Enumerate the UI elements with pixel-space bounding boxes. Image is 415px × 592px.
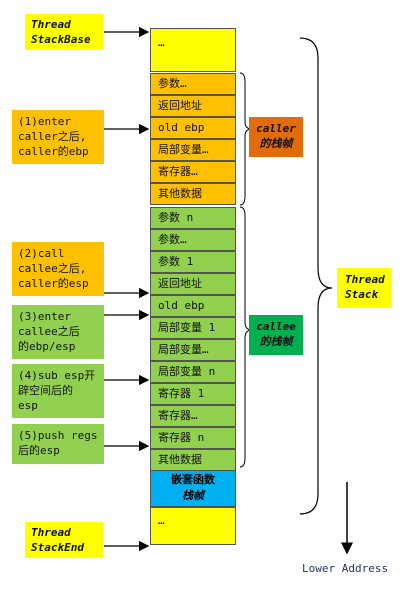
- step4-annotation: (4)sub esp开 辟空间后的 esp: [12, 364, 104, 418]
- caller-stack-cell: 参数…: [150, 73, 236, 95]
- stack-base-label: Thread StackBase: [25, 14, 103, 50]
- step3-annotation: (3)enter callee之后 的ebp/esp: [12, 305, 104, 359]
- stack-top-cell: …: [150, 28, 236, 72]
- stack-bottom-cell: …: [150, 507, 236, 545]
- callee-stack-cell: 其他数据: [150, 449, 236, 471]
- lower-address-label: Lower Address: [302, 562, 389, 575]
- callee-stack-cell: 寄存器 1: [150, 383, 236, 405]
- step1-line3: caller的ebp: [18, 145, 89, 158]
- step5-line1: (5)push regs: [18, 429, 98, 442]
- callee-stack-cell: 局部变量…: [150, 339, 236, 361]
- callee-stack-cell: 返回地址: [150, 273, 236, 295]
- caller-frame-line2: 的栈帧: [259, 137, 293, 150]
- step4-line3: esp: [18, 399, 38, 412]
- step3-line2: callee之后: [18, 325, 80, 338]
- stack-end-label: Thread StackEnd: [25, 522, 103, 558]
- thread-stack-line2: Stack: [345, 288, 379, 301]
- step4-line1: (4)sub esp开: [18, 369, 96, 382]
- callee-stack-cell: 参数 n: [150, 207, 236, 229]
- stack-end-line1: Thread: [31, 526, 71, 539]
- step2-line3: caller的esp: [18, 277, 89, 290]
- callee-stack-cell: 局部变量 n: [150, 361, 236, 383]
- nested-frame-cell: 嵌套函数 栈帧: [150, 469, 236, 507]
- caller-stack-cell: 其他数据: [150, 183, 236, 205]
- stack-base-line1: Thread: [31, 18, 71, 31]
- step1-line1: (1)enter: [18, 115, 71, 128]
- step1-line2: caller之后,: [18, 130, 87, 143]
- callee-frame-line2: 的栈帧: [259, 335, 293, 348]
- caller-frame-label: caller 的栈帧: [249, 117, 303, 157]
- callee-stack-cell: 参数…: [150, 229, 236, 251]
- step3-line3: 的ebp/esp: [18, 340, 76, 353]
- step4-line2: 辟空间后的: [18, 384, 73, 397]
- callee-frame-line1: callee: [256, 320, 296, 333]
- nested-frame-line2: 栈帧: [182, 489, 204, 502]
- step2-line2: callee之后,: [18, 262, 87, 275]
- stack-end-line2: StackEnd: [31, 541, 84, 554]
- step2-line1: (2)call: [18, 247, 65, 260]
- step3-line1: (3)enter: [18, 310, 71, 323]
- thread-stack-label: Thread Stack: [337, 268, 391, 308]
- thread-stack-line1: Thread: [345, 273, 385, 286]
- nested-frame-line1: 嵌套函数: [171, 473, 215, 486]
- caller-frame-line1: caller: [256, 122, 296, 135]
- stack-base-line2: StackBase: [31, 33, 91, 46]
- callee-stack-cell: 局部变量 1: [150, 317, 236, 339]
- step1-annotation: (1)enter caller之后, caller的ebp: [12, 110, 104, 164]
- callee-stack-cell: 参数 1: [150, 251, 236, 273]
- caller-stack-cell: old ebp: [150, 117, 236, 139]
- step2-annotation: (2)call callee之后, caller的esp: [12, 242, 104, 296]
- callee-stack-cell: 寄存器…: [150, 405, 236, 427]
- callee-stack-cell: old ebp: [150, 295, 236, 317]
- callee-frame-label: callee 的栈帧: [249, 315, 303, 355]
- caller-stack-cell: 寄存器…: [150, 161, 236, 183]
- thread-stack-brace: [299, 37, 333, 515]
- caller-stack-cell: 局部变量…: [150, 139, 236, 161]
- caller-stack-cell: 返回地址: [150, 95, 236, 117]
- step5-annotation: (5)push regs 后的esp: [12, 424, 104, 464]
- callee-stack-cell: 寄存器 n: [150, 427, 236, 449]
- step5-line2: 后的esp: [18, 444, 60, 457]
